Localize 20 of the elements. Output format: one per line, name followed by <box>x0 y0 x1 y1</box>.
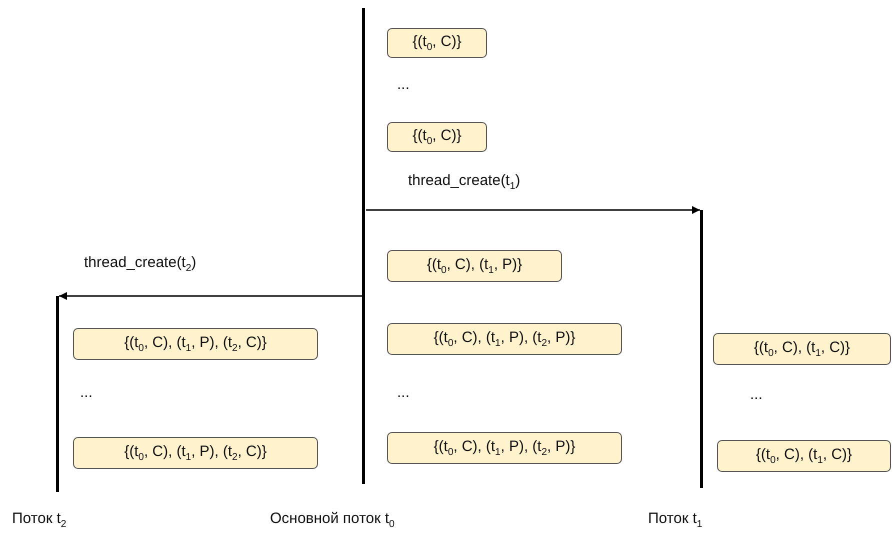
ellipsis-text: ... <box>397 384 410 401</box>
thread-label: Основной поток t$_{0}$ <box>270 510 395 530</box>
state-box: {(t$_{0}$, C), (t$_{1}$, P), (t$_{2}$, C)} <box>73 328 318 360</box>
ellipsis-text: ... <box>80 384 93 401</box>
state-box: {(t$_{0}$, C)} <box>387 122 487 152</box>
state-box: {(t$_{0}$, C)} <box>387 28 487 58</box>
edge-label: thread_create(t$_{2}$) <box>84 254 196 274</box>
state-box: {(t$_{0}$, C), (t$_{1}$, C)} <box>717 440 891 472</box>
arrow <box>59 292 362 300</box>
arrow <box>366 206 700 214</box>
state-box: {(t$_{0}$, C), (t$_{1}$, C)} <box>713 333 891 365</box>
state-box: {(t$_{0}$, C), (t$_{1}$, P)} <box>387 250 562 282</box>
thread-label: Поток t$_{2}$ <box>12 510 66 530</box>
ellipsis-text: ... <box>750 386 763 403</box>
state-box: {(t$_{0}$, C), (t$_{1}$, P), (t$_{2}$, C)} <box>73 437 318 469</box>
state-box: {(t$_{0}$, C), (t$_{1}$, P), (t$_{2}$, P)} <box>387 432 622 464</box>
thread-label: Поток t$_{1}$ <box>648 510 702 530</box>
edge-label: thread_create(t$_{1}$) <box>408 172 520 192</box>
ellipsis-text: ... <box>397 76 410 93</box>
state-box: {(t$_{0}$, C), (t$_{1}$, P), (t$_{2}$, P)} <box>387 323 622 355</box>
